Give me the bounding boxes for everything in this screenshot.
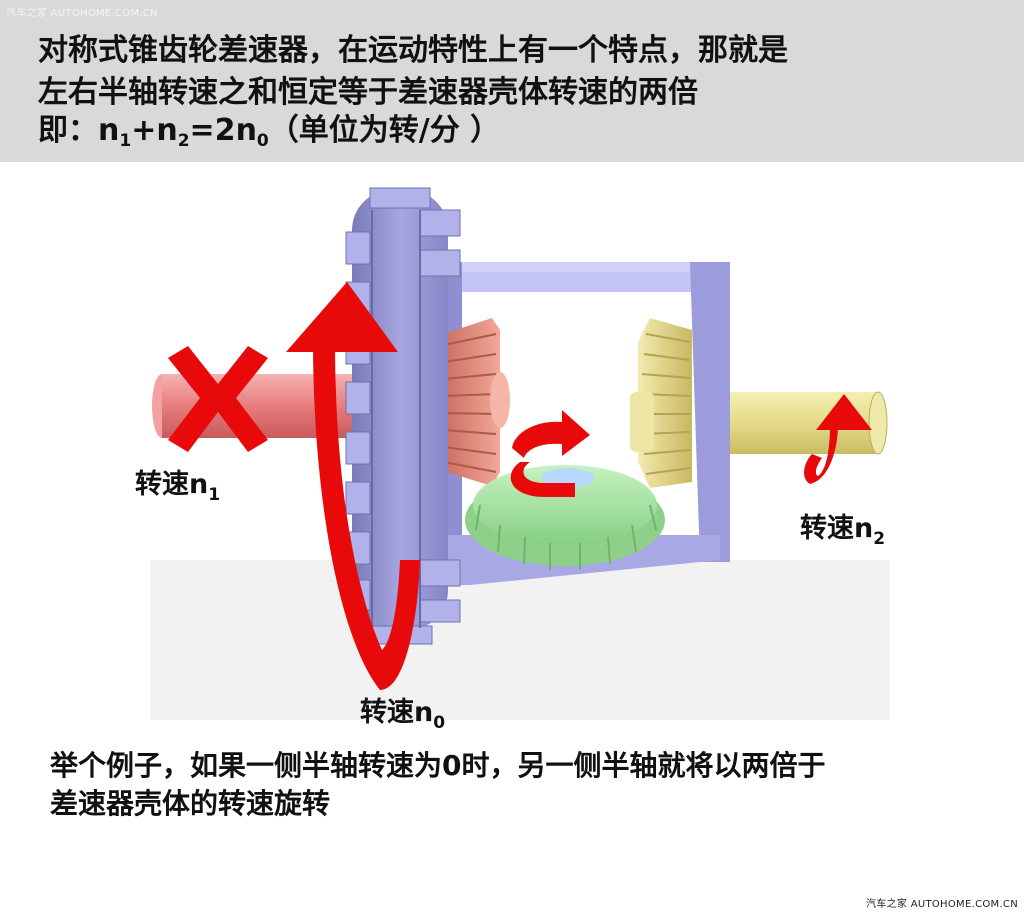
example-line-2: 差速器壳体的转速旋转 (50, 787, 331, 820)
example-line-1: 举个例子，如果一侧半轴转速为0时，另一侧半轴就将以两倍于 (50, 749, 826, 782)
formula-n1: n (98, 113, 120, 148)
label-speed-n1: 转速n1 (135, 462, 220, 505)
differential-diagram (150, 187, 890, 720)
stopped-x-icon (168, 346, 268, 452)
formula-n2-sub: 2 (177, 131, 190, 151)
title-line-2: 左右半轴转速之和恒定等于差速器壳体转速的两倍 (38, 75, 698, 110)
floor-shadow (150, 560, 890, 720)
formula-plus: + (131, 113, 157, 148)
label-speed-n1-text: 转速n (135, 469, 209, 500)
formula-prefix: 即： (38, 113, 98, 148)
label-speed-n2-text: 转速n (800, 513, 874, 544)
label-speed-n2: 转速n2 (800, 506, 885, 549)
rotation-arrow-pinion (510, 410, 590, 497)
title-line-1: 对称式锥齿轮差速器，在运动特性上有一个特点，那就是 (38, 33, 788, 68)
ring-gear (345, 187, 461, 645)
formula-suffix: （单位为转/分 ） (268, 113, 501, 148)
label-speed-n0-text: 转速n (360, 697, 434, 728)
formula-n1-sub: 1 (119, 131, 132, 151)
label-speed-n2-sub: 2 (873, 529, 886, 549)
label-speed-n1-sub: 1 (208, 485, 221, 505)
watermark-bottom: 汽车之家 AUTOHOME.COM.CN (866, 899, 1018, 910)
formula-n0: n (235, 113, 257, 148)
formula-n0-sub: 0 (256, 131, 269, 151)
formula-equals: =2 (189, 113, 236, 148)
rotation-arrow-n2 (804, 394, 872, 484)
rotation-arrow-n0 (286, 282, 420, 690)
header-banner (0, 0, 1024, 162)
right-side-bevel-gear (630, 318, 692, 488)
left-side-bevel-gear (440, 318, 510, 486)
formula-line: 即：n1+n2=2n0（单位为转/分 ） (38, 116, 500, 150)
label-speed-n0: 转速n0 (360, 690, 445, 733)
label-speed-n0-sub: 0 (433, 713, 446, 733)
watermark-top: 汽车之家 AUTOHOME.COM.CN (6, 8, 158, 19)
formula-n2: n (156, 113, 178, 148)
